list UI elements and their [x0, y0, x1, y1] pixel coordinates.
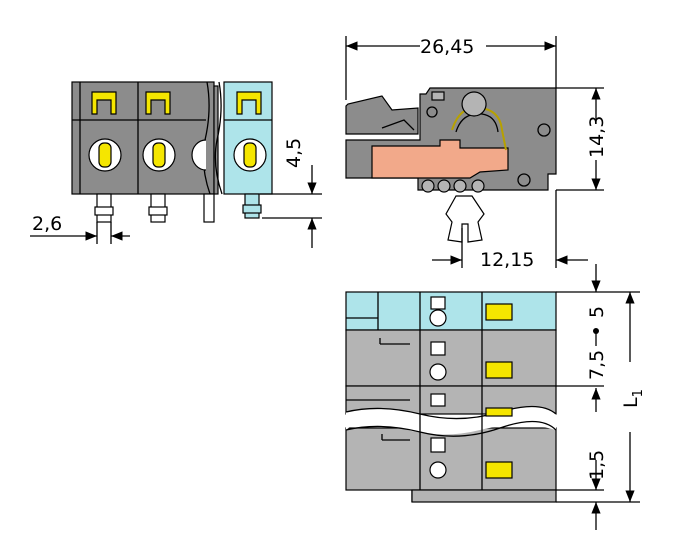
release-lever: [345, 95, 419, 135]
lever-yellow: [145, 91, 171, 115]
pin: [242, 193, 262, 219]
entry-hole: [429, 309, 447, 327]
pin-hole: [453, 179, 467, 193]
lever-detail: [381, 119, 415, 131]
pole-top: [345, 427, 557, 491]
screw-hole: [537, 123, 551, 137]
dim-total-length: L1: [620, 389, 646, 408]
contact-slot: [461, 91, 487, 117]
pin-hole: [471, 179, 485, 193]
entry-hole: [429, 461, 447, 479]
housing-detail: [431, 91, 445, 101]
dim-overall-length: 26,45: [420, 36, 474, 58]
lever-yellow: [152, 142, 166, 168]
front-view: 4,5 2,6: [30, 81, 322, 248]
lever-yellow: [485, 303, 513, 321]
top-view: 5 7,5 1,5 L1: [345, 264, 646, 530]
screw-hole: [426, 106, 438, 118]
pin-hole: [437, 179, 451, 193]
entry-hole: [429, 363, 447, 381]
break-mark: [214, 81, 223, 195]
front-housing-tail: [213, 85, 219, 195]
side-view: 26,45 14,3 12,15: [345, 36, 608, 271]
dim-pitch: 7,5: [586, 350, 608, 380]
break-mark: [345, 405, 557, 420]
dim-pin-height: 4,5: [283, 138, 305, 168]
pole-top: [345, 329, 557, 387]
dim-pin-width: 2,6: [32, 213, 62, 235]
first-pole-top: [345, 291, 557, 331]
dim-pitch-end: 1,5: [586, 450, 608, 480]
conductor: [371, 139, 509, 179]
test-slot: [430, 296, 446, 310]
snap-foot: [445, 195, 485, 243]
test-slot: [430, 393, 446, 407]
pin: [203, 193, 215, 223]
pin: [94, 193, 114, 223]
lever-yellow: [91, 91, 117, 115]
pin-hole: [517, 173, 531, 187]
break-mark: [345, 420, 557, 437]
lever-yellow: [485, 361, 513, 379]
dim-height: 14,3: [586, 116, 608, 158]
dim-pitch-first: 5: [586, 306, 608, 318]
lever-yellow: [243, 142, 257, 168]
pin-hole: [421, 179, 435, 193]
lever-yellow: [98, 142, 112, 168]
base-strip: [411, 489, 557, 503]
lever-yellow: [485, 407, 513, 417]
dim-pin-offset: 12,15: [480, 249, 534, 271]
lever-yellow: [236, 91, 262, 115]
test-slot: [430, 437, 446, 453]
pin: [148, 193, 168, 223]
conductor-entry-partial: [191, 139, 207, 171]
lever-yellow: [485, 461, 513, 479]
clamp-spring: [455, 113, 499, 133]
test-slot: [430, 341, 446, 356]
